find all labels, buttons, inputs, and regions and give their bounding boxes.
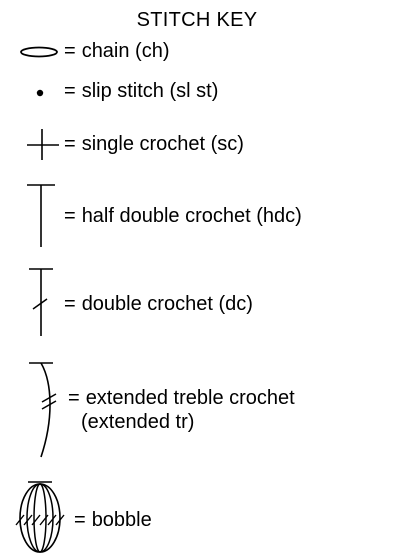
equals-sign: =	[74, 509, 86, 531]
legend-label-half-double-crochet: half double crochet (hdc)	[81, 205, 302, 227]
equals-sign: =	[68, 387, 80, 409]
legend-item-bobble: =bobble	[0, 478, 394, 554]
equals-sign: =	[64, 293, 76, 315]
legend-label-chain: chain (ch)	[81, 40, 170, 62]
legend-item-chain: =chain (ch)	[0, 38, 394, 64]
equals-sign: =	[64, 133, 76, 155]
legend-label-slip-stitch: slip stitch (sl st)	[81, 80, 219, 102]
legend-item-double-crochet: =double crochet (dc)	[0, 264, 394, 340]
t-bar-icon	[27, 184, 55, 247]
legend-label-single-crochet: single crochet (sc)	[81, 133, 244, 155]
legend-label-bobble: bobble	[91, 509, 152, 531]
legend-item-slip-stitch: =slip stitch (sl st)	[0, 78, 394, 104]
t-bar-slash-icon	[29, 268, 53, 336]
legend-item-half-double-crochet: =half double crochet (hdc)	[0, 180, 394, 252]
equals-sign: =	[64, 40, 76, 62]
curved-t-bar-slashes-icon	[29, 362, 57, 458]
legend-label-extended-treble-crochet: extended treble crochet	[85, 387, 295, 409]
equals-sign: =	[64, 80, 76, 102]
bobble-icon	[15, 481, 65, 553]
legend-label-extended-treble-crochet-abbrev: (extended tr)	[81, 411, 195, 433]
legend-label-double-crochet: double crochet (dc)	[81, 293, 253, 315]
legend-item-extended-treble-crochet: =extended treble crochet (extended tr)	[0, 360, 394, 460]
cross-icon	[27, 129, 59, 160]
chain-oval-icon	[20, 46, 58, 58]
legend-item-single-crochet: =single crochet (sc)	[0, 124, 394, 164]
equals-sign: =	[64, 205, 76, 227]
stitch-key-title: STITCH KEY	[136, 9, 258, 31]
dot-icon	[36, 89, 44, 97]
